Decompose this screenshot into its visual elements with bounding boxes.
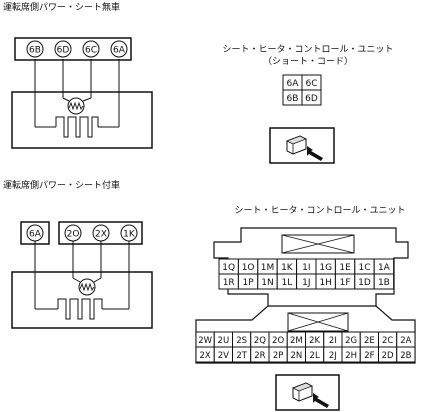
terminal-1J: 1J [302,278,310,288]
terminal-2U: 2U [218,336,230,346]
terminal-1K: 1K [281,263,294,273]
terminal-2W: 2W [198,336,212,346]
terminal-2J: 2J [329,351,337,361]
terminal-1B: 1B [378,278,390,288]
terminal-2T: 2T [236,351,247,361]
pin-6B-circle [26,40,44,58]
terminal-2B: 2B [400,351,411,361]
unit-main-title: シート・ヒータ・コントロール・ユニット [234,205,405,216]
terminal-1M: 1M [261,263,275,273]
connector-plug-icon [269,127,335,164]
terminal-2P: 2P [273,351,284,361]
terminal-1O: 1O [242,263,255,273]
terminal-1Q: 1Q [222,263,235,273]
terminal-2S: 2S [236,336,247,346]
section-title-no-power-seat: 運転席側パワー・シート無車 [3,1,120,13]
main-connector-upper: 1Q 1O 1M 1K 1I 1G 1E 1C 1A 1R 1P 1N 1L 1J 1H 1F 1D 1B [213,227,409,307]
terminal-2O: 2O [272,336,284,346]
heater-element-icon [67,97,85,115]
terminal-cell [301,89,322,106]
connector-plug-icon [275,374,340,411]
terminal-2H: 2H [345,351,357,361]
terminal-2V: 2V [218,351,229,361]
pin-6D-circle [54,40,72,58]
pin-6A-circle [110,40,128,58]
pin-6C: 6C [85,46,97,56]
main-connector-lower: 2W 2U 2S 2Q 2O 2M 2K 2I 2G 2E 2C 2A 2X 2V 2T 2R 2P 2N 2L 2J… [195,305,416,364]
terminal-1E: 1E [339,263,351,273]
terminal-2I: 2I [329,336,337,346]
terminal-2Q: 2Q [254,336,266,346]
heater-wire-zigzag [55,116,99,138]
terminal-1L: 1L [282,278,293,288]
terminal-2M: 2M [290,336,303,346]
terminal-1F: 1F [340,278,351,288]
terminal-6A: 6A [287,79,300,89]
terminal-2R: 2R [254,351,265,361]
short-code-grid: 6A 6C 6B 6D [282,74,322,106]
connector-block-no-seat: 6B 6D 6C 6A [11,37,153,149]
pin-6A-single: 6A [29,230,42,240]
unit-short-title: シート・ヒータ・コントロール・ユニット [222,44,393,55]
terminal-cell [396,346,416,363]
terminal-cell [373,273,395,290]
terminal-1D: 1D [358,278,371,288]
terminal-2C: 2C [382,336,393,346]
pin-6C-circle [82,40,100,58]
terminal-2F: 2F [364,351,374,361]
terminal-6C: 6C [305,79,317,89]
terminal-2G: 2G [345,336,357,346]
pin-2X: 2X [95,230,107,240]
heater-element-icon [78,278,96,296]
terminal-1C: 1C [358,263,370,273]
pin-6B: 6B [29,46,41,56]
terminal-6B: 6B [287,94,299,104]
terminal-2D: 2D [382,351,394,361]
terminal-2A: 2A [400,336,411,346]
terminal-2E: 2E [364,336,375,346]
terminal-2N: 2N [290,351,302,361]
unit-short-subtitle: （ショート・コード） [263,56,353,67]
terminal-1H: 1H [319,278,332,288]
pin-6D: 6D [57,46,70,56]
terminal-2K: 2K [309,336,320,346]
heater-wire-zigzag [57,298,103,320]
section-title-with-power-seat: 運転席側パワー・シート付車 [3,179,120,191]
connector-block-with-seat: 6A 2O 2X 1K [11,221,153,329]
terminal-1N: 1N [261,278,273,288]
terminal-1G: 1G [319,263,332,273]
pin-6A: 6A [113,46,126,56]
pin-1K: 1K [123,230,136,240]
terminal-2X: 2X [200,351,211,361]
terminal-1R: 1R [223,278,235,288]
terminal-1I: 1I [302,263,310,273]
terminal-6D: 6D [305,94,318,104]
terminal-1P: 1P [243,278,255,288]
pin-2O: 2O [67,230,80,240]
terminal-2L: 2L [310,351,320,361]
terminal-1A: 1A [378,263,391,273]
